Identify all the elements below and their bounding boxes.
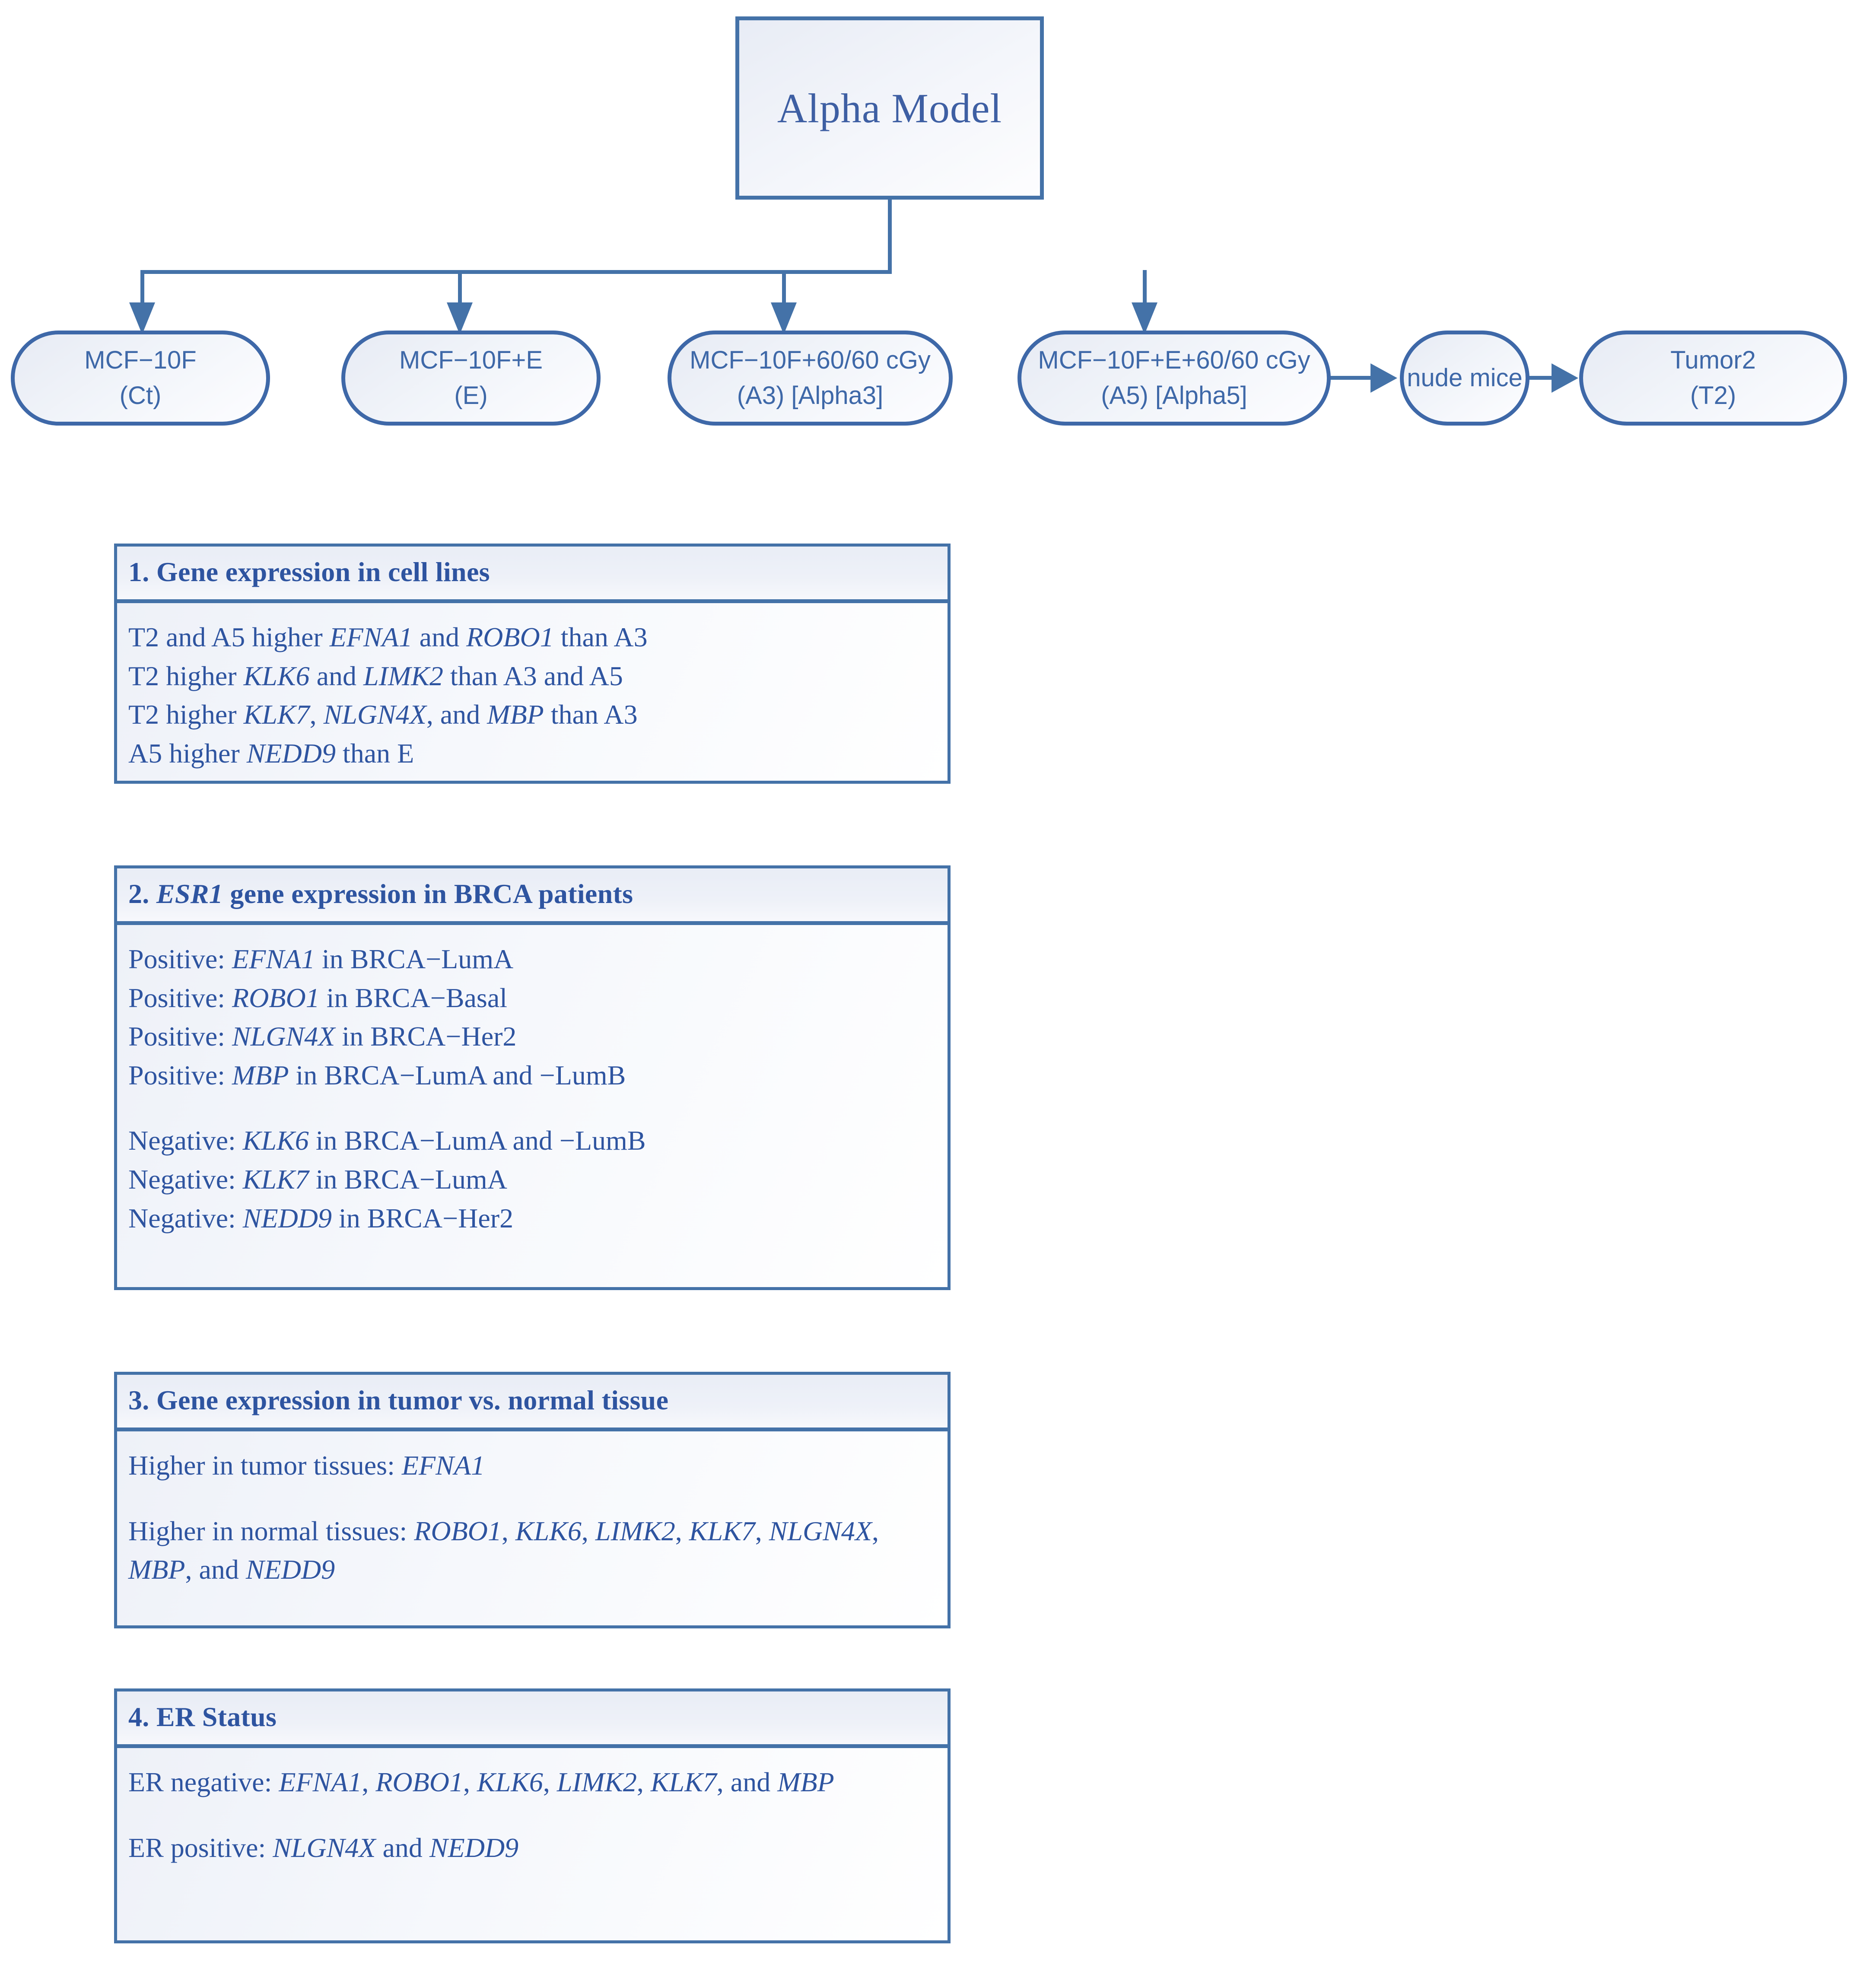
connector-drop-4	[1143, 270, 1147, 323]
arrowhead-down-2	[447, 302, 473, 334]
panel-2-header-suffix: gene expression in BRCA patients	[223, 878, 633, 909]
panel-1-line-2: T2 higher KLK6 and LIMK2 than A3 and A5	[128, 660, 623, 691]
panel-1-header: 1. Gene expression in cell lines	[114, 544, 951, 603]
node-label-line1: nude mice	[1407, 363, 1523, 392]
panel-2-spacer	[128, 1094, 936, 1121]
panel-3-header-prefix: 3.	[128, 1385, 156, 1415]
node-tumor2-t2: Tumor2 (T2)	[1579, 331, 1847, 426]
arrowhead-right-1	[1370, 363, 1397, 393]
node-mcf-10f-ct: MCF−10F (Ct)	[11, 331, 270, 426]
panel-3-line-1: Higher in tumor tissues: EFNA1	[128, 1450, 485, 1481]
node-label-line2: (Ct)	[119, 382, 162, 410]
panel-1-line-1: T2 and A5 higher EFNA1 and ROBO1 than A3	[128, 622, 648, 652]
panel-1-body: T2 and A5 higher EFNA1 and ROBO1 than A3…	[114, 603, 951, 784]
panel-2-line-4: Positive: MBP in BRCA−LumA and −LumB	[128, 1059, 626, 1091]
panel-2-line-1: Positive: EFNA1 in BRCA−LumA	[128, 944, 514, 974]
node-label-line1: Tumor2	[1670, 346, 1756, 374]
connector-root-stem	[888, 200, 892, 272]
node-label-line2: (A5) [Alpha5]	[1101, 382, 1247, 410]
panel-4-header-suffix: ER Status	[156, 1701, 277, 1732]
panel-2-header-prefix: 2.	[128, 878, 156, 909]
panel-4-line-1: ER negative: EFNA1, ROBO1, KLK6, LIMK2, …	[128, 1767, 834, 1797]
panel-2-line-5: Negative: KLK6 in BRCA−LumA and −LumB	[128, 1125, 646, 1156]
panel-3-body: Higher in tumor tissues: EFNA1 Higher in…	[114, 1431, 951, 1628]
panel-1-header-prefix: 1.	[128, 556, 156, 587]
panel-3-gene-expression-tumor-vs-normal: 3. Gene expression in tumor vs. normal t…	[114, 1372, 951, 1628]
panel-3-header: 3. Gene expression in tumor vs. normal t…	[114, 1372, 951, 1431]
panel-4-er-status: 4. ER Status ER negative: EFNA1, ROBO1, …	[114, 1688, 951, 1943]
node-label-line1: MCF−10F+60/60 cGy	[690, 346, 931, 374]
node-label-line2: (A3) [Alpha3]	[737, 382, 884, 410]
panel-3-line-2: Higher in normal tissues: ROBO1, KLK6, L…	[128, 1515, 879, 1585]
panel-2-line-6: Negative: KLK7 in BRCA−LumA	[128, 1164, 507, 1195]
arrowhead-down-4	[1132, 302, 1157, 334]
root-node-alpha-model: Alpha Model	[735, 16, 1044, 200]
node-label-line1: MCF−10F+E	[399, 346, 543, 374]
arrowhead-right-2	[1552, 363, 1578, 393]
panel-4-header: 4. ER Status	[114, 1688, 951, 1748]
node-label-line2: (T2)	[1690, 382, 1736, 410]
connector-drop-1	[140, 270, 144, 323]
panel-2-esr1-gene-expression-brca: 2. ESR1 gene expression in BRCA patients…	[114, 865, 951, 1290]
arrowhead-down-3	[771, 302, 797, 334]
node-mcf-10f-60-60-cgy-a3: MCF−10F+60/60 cGy (A3) [Alpha3]	[668, 331, 953, 426]
panel-1-line-3: T2 higher KLK7, NLGN4X, and MBP than A3	[128, 699, 638, 730]
connector-drop-2	[458, 270, 462, 323]
panel-2-line-7: Negative: NEDD9 in BRCA−Her2	[128, 1202, 514, 1234]
panel-4-line-2: ER positive: NLGN4X and NEDD9	[128, 1832, 519, 1863]
node-label-line1: MCF−10F+E+60/60 cGy	[1038, 346, 1310, 374]
root-node-label: Alpha Model	[777, 85, 1002, 131]
arrowhead-down-1	[129, 302, 155, 334]
panel-1-header-suffix: Gene expression in cell lines	[156, 556, 490, 587]
panel-3-header-suffix: Gene expression in tumor vs. normal tiss…	[156, 1385, 669, 1415]
panel-2-header: 2. ESR1 gene expression in BRCA patients	[114, 865, 951, 925]
panel-1-line-4: A5 higher NEDD9 than E	[128, 738, 414, 769]
node-mcf-10f-e-60-60-cgy-a5: MCF−10F+E+60/60 cGy (A5) [Alpha5]	[1017, 331, 1331, 426]
panel-2-line-3: Positive: NLGN4X in BRCA−Her2	[128, 1021, 517, 1052]
connector-drop-3	[782, 270, 786, 323]
panel-4-header-prefix: 4.	[128, 1701, 156, 1732]
panel-2-line-2: Positive: ROBO1 in BRCA−Basal	[128, 982, 507, 1013]
panel-2-header-italic: ESR1	[156, 878, 223, 909]
panel-4-spacer	[128, 1802, 936, 1828]
node-label-line2: (E)	[454, 382, 488, 410]
node-label-line1: MCF−10F	[84, 346, 197, 374]
panel-1-gene-expression-cell-lines: 1. Gene expression in cell lines T2 and …	[114, 544, 951, 784]
connector-horizontal-bus	[142, 270, 892, 274]
node-nude-mice: nude mice	[1400, 331, 1529, 426]
connector-a5-to-mice	[1329, 376, 1374, 380]
panel-4-body: ER negative: EFNA1, ROBO1, KLK6, LIMK2, …	[114, 1748, 951, 1943]
node-mcf-10f-e: MCF−10F+E (E)	[341, 331, 601, 426]
connector-mice-to-tumor	[1510, 376, 1555, 380]
panel-3-spacer	[128, 1485, 936, 1512]
panel-2-body: Positive: EFNA1 in BRCA−LumA Positive: R…	[114, 925, 951, 1290]
